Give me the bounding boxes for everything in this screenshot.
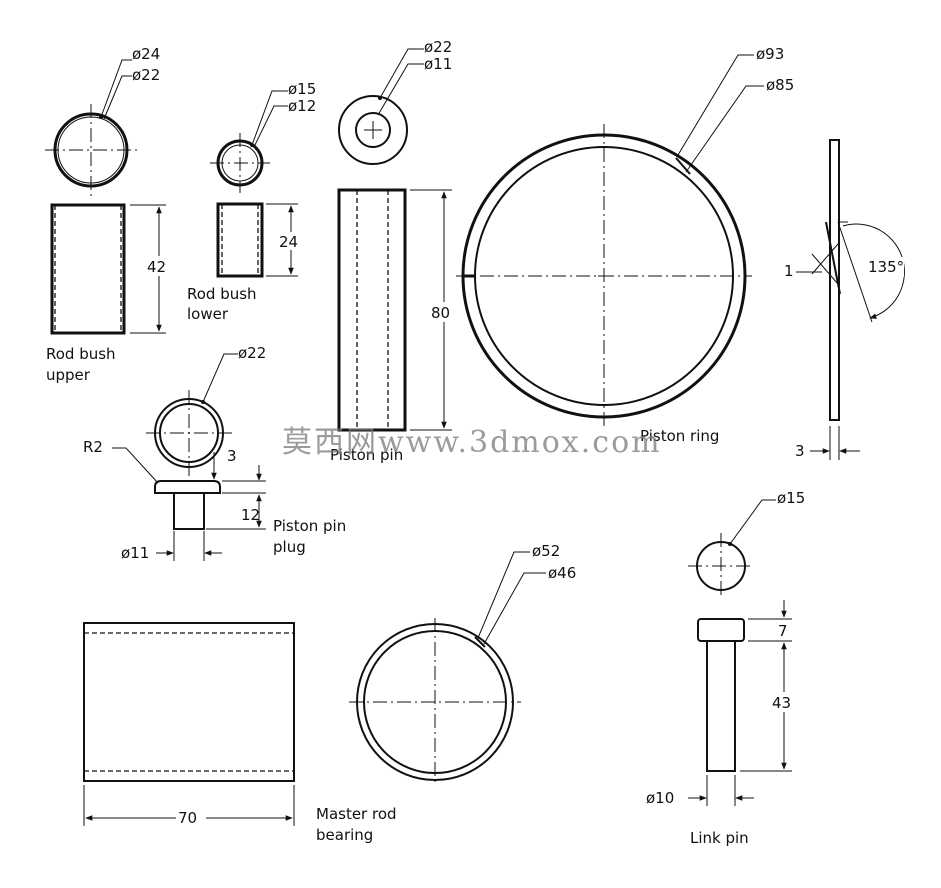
inner-dia-label: ø12 [288, 97, 316, 115]
plug-stem [173, 492, 205, 530]
outer-circle [338, 95, 408, 165]
gap-label: 1 [784, 262, 794, 280]
dim-bg [770, 692, 798, 712]
leader-inner-dia [103, 75, 132, 120]
leader-inner-dia [685, 85, 764, 173]
inner-circle [57, 116, 125, 184]
thickness-label: 3 [795, 442, 805, 460]
pin-head [697, 618, 745, 642]
piston-pin: ø22 ø11 80 Piston pin [330, 38, 458, 464]
gap-cut-line-1 [811, 253, 839, 285]
radius-label: R2 [83, 438, 103, 456]
head-dia-label: ø15 [777, 489, 805, 507]
length-label: 70 [178, 809, 197, 827]
length-label: 43 [772, 694, 791, 712]
piston-ring: ø93 ø85 Piston ring 1 135° 3 [456, 45, 905, 460]
rod-bush-lower: ø15 ø12 24 Rod bush lower [187, 80, 316, 323]
length-label: 42 [147, 258, 166, 276]
outer-dia-label: ø52 [532, 542, 560, 560]
inner-dia-label: ø46 [548, 564, 576, 582]
gap-slope [825, 221, 841, 295]
angle-ray [837, 221, 873, 323]
inner-dia-label: ø85 [766, 76, 794, 94]
outer-dia-label: ø24 [132, 45, 160, 63]
part-title-line2: lower [187, 305, 229, 323]
outer-dia-label: ø93 [756, 45, 784, 63]
rod-bush-upper-side-view: 42 [50, 203, 172, 335]
leader-outer-dia [99, 59, 132, 119]
body-outline [337, 188, 407, 432]
master-rod-bearing: 70 ø52 ø46 Master rod bearing [83, 542, 576, 844]
gap-cut-line-2 [811, 243, 839, 275]
part-title: Link pin [690, 829, 749, 847]
body-outline [50, 203, 126, 335]
rod-bush-lower-end-view: ø15 ø12 [210, 80, 316, 193]
dim-bg [278, 232, 304, 250]
head-dia-label: ø22 [238, 344, 266, 362]
master-rod-bearing-side-view: 70 [83, 622, 295, 827]
head-height-label: 7 [778, 622, 788, 640]
leader-inner-dia [253, 105, 288, 148]
inner-dia-label: ø11 [424, 55, 452, 73]
length-label: 80 [431, 304, 450, 322]
part-title-line2: bearing [316, 826, 373, 844]
piston-pin-end-view: ø22 ø11 [338, 38, 452, 165]
piston-pin-plug-end-view: ø22 [146, 344, 266, 476]
head-height-label: 3 [227, 447, 237, 465]
part-title: Piston ring [640, 427, 719, 445]
rod-bush-lower-side-view: 24 [216, 202, 304, 278]
inner-dia-label: ø22 [132, 66, 160, 84]
part-title-line1: Rod bush [187, 285, 257, 303]
part-title-line1: Rod bush [46, 345, 116, 363]
leader-outer-dia [250, 90, 288, 147]
pin-shank [706, 640, 736, 772]
dim-bg [430, 302, 458, 322]
leader-junction [675, 157, 691, 175]
leader-outer-dia [378, 48, 424, 100]
leader-outer-dia [477, 551, 530, 639]
watermark: 莫西网www.3dmox.com [282, 425, 662, 460]
piston-ring-plan-view: ø93 ø85 Piston ring [456, 45, 794, 445]
leader-inner-dia [483, 572, 546, 645]
outer-dia-label: ø15 [288, 80, 316, 98]
length-label: 24 [279, 233, 298, 251]
leader-head-dia [201, 353, 238, 404]
piston-pin-plug-side-view: R2 3 12 ø11 [83, 438, 266, 562]
part-title: Piston pin [330, 446, 403, 464]
shank-dia-label: ø10 [646, 789, 674, 807]
part-title-line1: Piston pin [273, 517, 346, 535]
dim-bg [146, 256, 172, 276]
radius-leader [112, 447, 159, 484]
body-outline [216, 202, 264, 278]
inner-circle [355, 112, 391, 148]
part-title-line1: Master rod [316, 805, 397, 823]
part-title-line2: plug [273, 538, 306, 556]
leader-head-dia [728, 499, 776, 546]
rod-bush-upper: ø24 ø22 42 Rod bush upper [45, 45, 172, 384]
rod-bush-upper-end-view: ø24 ø22 [45, 45, 160, 196]
angle-bg [866, 257, 904, 277]
leader-junction [474, 636, 486, 648]
dim-bg [176, 809, 206, 827]
piston-pin-side-view: 80 [337, 188, 458, 432]
body-outline [83, 622, 295, 782]
outer-circle [53, 112, 129, 188]
edge-outline [829, 139, 840, 421]
part-title-line2: upper [46, 366, 91, 384]
link-pin: ø15 7 43 ø10 Link pin [646, 489, 805, 847]
link-pin-end-view: ø15 [688, 489, 805, 599]
stem-length-label: 12 [241, 506, 260, 524]
angle-label: 135° [868, 258, 904, 276]
piston-pin-plug: ø22 R2 3 12 ø11 Piston pin plug [83, 344, 346, 562]
leader-outer-dia [677, 54, 754, 156]
plug-head [154, 480, 221, 494]
stem-dia-label: ø11 [121, 544, 149, 562]
piston-ring-edge-view: 1 135° 3 [784, 139, 905, 460]
leader-inner-dia [377, 63, 424, 116]
link-pin-side-view: 7 43 ø10 [646, 600, 798, 807]
outer-dia-label: ø22 [424, 38, 452, 56]
master-rod-bearing-end-view: ø52 ø46 [349, 542, 576, 786]
